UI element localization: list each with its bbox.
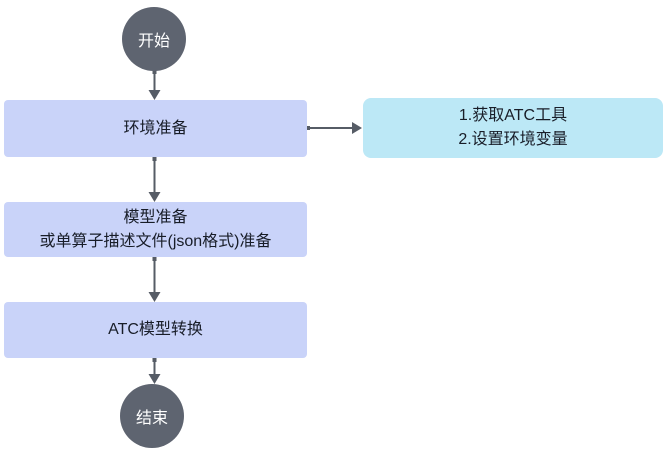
env-prep-process: 环境准备 [4, 100, 307, 157]
arrow-env-to-model [148, 157, 161, 202]
end-terminal: 结束 [120, 384, 184, 448]
env-prep-label: 环境准备 [123, 119, 188, 137]
arrow-model-to-atc [148, 257, 161, 302]
start-label: 开始 [137, 33, 170, 50]
atc-convert-label: ATC模型转换 [108, 321, 203, 338]
atc-note-box: 1.获取ATC工具 2.设置环境变量 [363, 98, 663, 158]
atc-convert-process: ATC模型转换 [4, 302, 307, 358]
end-label: 结束 [135, 410, 168, 427]
atc-note-line2: 2.设置环境变量 [458, 131, 568, 148]
model-prep-process: 模型准备 或单算子描述文件(json格式)准备 [4, 202, 307, 257]
atc-note-line1: 1.获取ATC工具 [458, 107, 568, 124]
model-prep-line2: 或单算子描述文件(json格式)准备 [39, 232, 272, 250]
arrow-atc-to-end [148, 358, 161, 384]
start-terminal: 开始 [122, 7, 186, 71]
model-prep-line1: 模型准备 [123, 208, 188, 226]
arrow-env-to-note [306, 122, 362, 134]
arrow-start-to-env [148, 70, 161, 100]
